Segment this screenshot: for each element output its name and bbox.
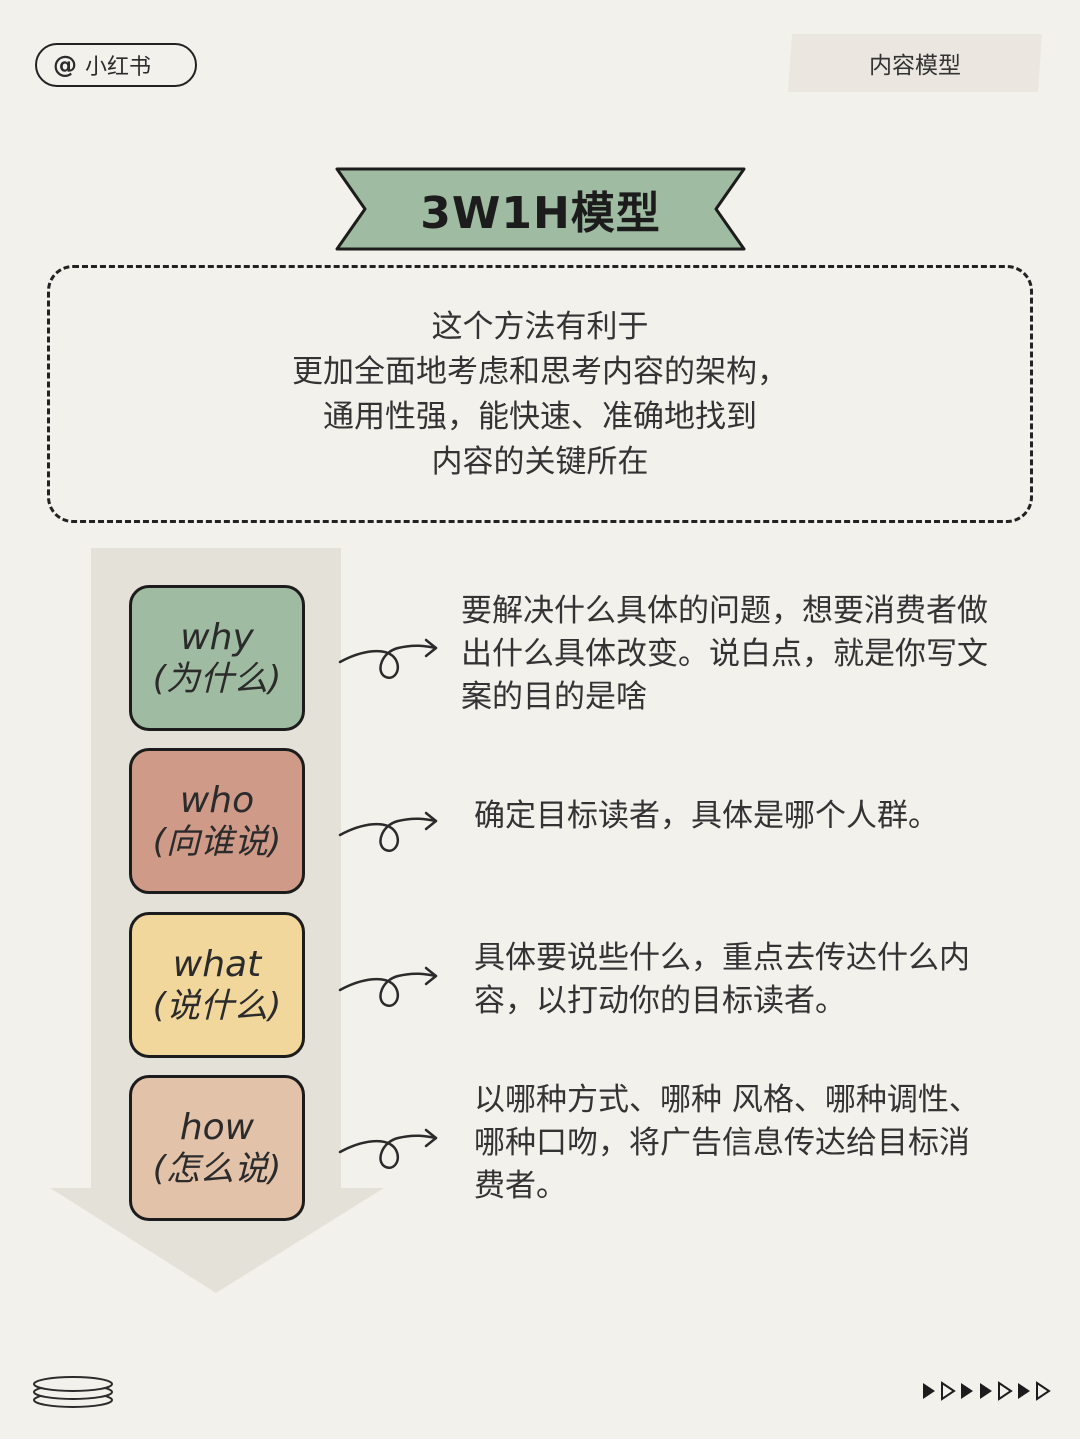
- intro-box: [47, 265, 1033, 523]
- curly-arrow-icon: [338, 638, 438, 679]
- who-label-zh: (向谁说): [152, 822, 282, 863]
- what-desc-line: 具体要说些什么，重点去传达什么内: [474, 940, 970, 976]
- how-label-zh: (怎么说): [152, 1149, 282, 1190]
- triangle-arrows-icon: [923, 1381, 1051, 1401]
- how-description: 以哪种方式、哪种 风格、哪种调性、 哪种口吻，将广告信息传达给目标消 费者。: [474, 1079, 980, 1208]
- title-banner: 3W1H模型: [333, 166, 748, 252]
- what-label-zh: (说什么): [152, 986, 282, 1027]
- curly-arrow-icon: [338, 1128, 438, 1169]
- what-label: what: [172, 943, 262, 985]
- who-desc-line: 确定目标读者，具体是哪个人群。: [474, 798, 939, 834]
- who-label: who: [179, 779, 255, 821]
- why-label: why: [180, 616, 254, 658]
- what-desc-line: 容，以打动你的目标读者。: [474, 983, 846, 1019]
- page-title: 3W1H模型: [420, 188, 661, 239]
- who-description: 确定目标读者，具体是哪个人群。: [474, 795, 939, 838]
- at-sign: @: [53, 51, 77, 79]
- account-name: 小红书: [85, 55, 152, 80]
- why-desc-line: 案的目的是啥: [461, 679, 647, 715]
- curly-arrow-icon: [338, 966, 438, 1007]
- what-description: 具体要说些什么，重点去传达什么内 容，以打动你的目标读者。: [474, 937, 970, 1023]
- curly-arrow-icon: [338, 811, 438, 852]
- why-label-zh: (为什么): [152, 659, 282, 700]
- why-card: why (为什么): [129, 585, 305, 731]
- ribbon-shape: [335, 167, 746, 251]
- intro-line-1: 这个方法有利于: [431, 309, 649, 345]
- how-card: how (怎么说): [129, 1075, 305, 1221]
- account-handle: @ 小红书: [35, 43, 197, 87]
- category-tag: 内容模型: [787, 34, 1043, 92]
- who-card: who (向谁说): [129, 748, 305, 894]
- how-desc-line: 哪种口吻，将广告信息传达给目标消: [474, 1125, 970, 1161]
- what-card: what (说什么): [129, 912, 305, 1058]
- intro-line-2: 更加全面地考虑和思考内容的架构，: [292, 354, 788, 390]
- how-label: how: [179, 1106, 255, 1148]
- category-tag-label: 内容模型: [869, 53, 961, 79]
- why-desc-line: 出什么具体改变。说白点，就是你写文: [461, 636, 988, 672]
- why-desc-line: 要解决什么具体的问题，想要消费者做: [461, 593, 988, 629]
- why-description: 要解决什么具体的问题，想要消费者做 出什么具体改变。说白点，就是你写文 案的目的…: [461, 590, 988, 719]
- coin-stack-icon: [33, 1376, 113, 1408]
- how-desc-line: 费者。: [474, 1168, 567, 1204]
- how-desc-line: 以哪种方式、哪种 风格、哪种调性、: [474, 1082, 980, 1118]
- intro-line-4: 内容的关键所在: [431, 444, 649, 480]
- intro-line-3: 通用性强，能快速、准确地找到: [323, 399, 757, 435]
